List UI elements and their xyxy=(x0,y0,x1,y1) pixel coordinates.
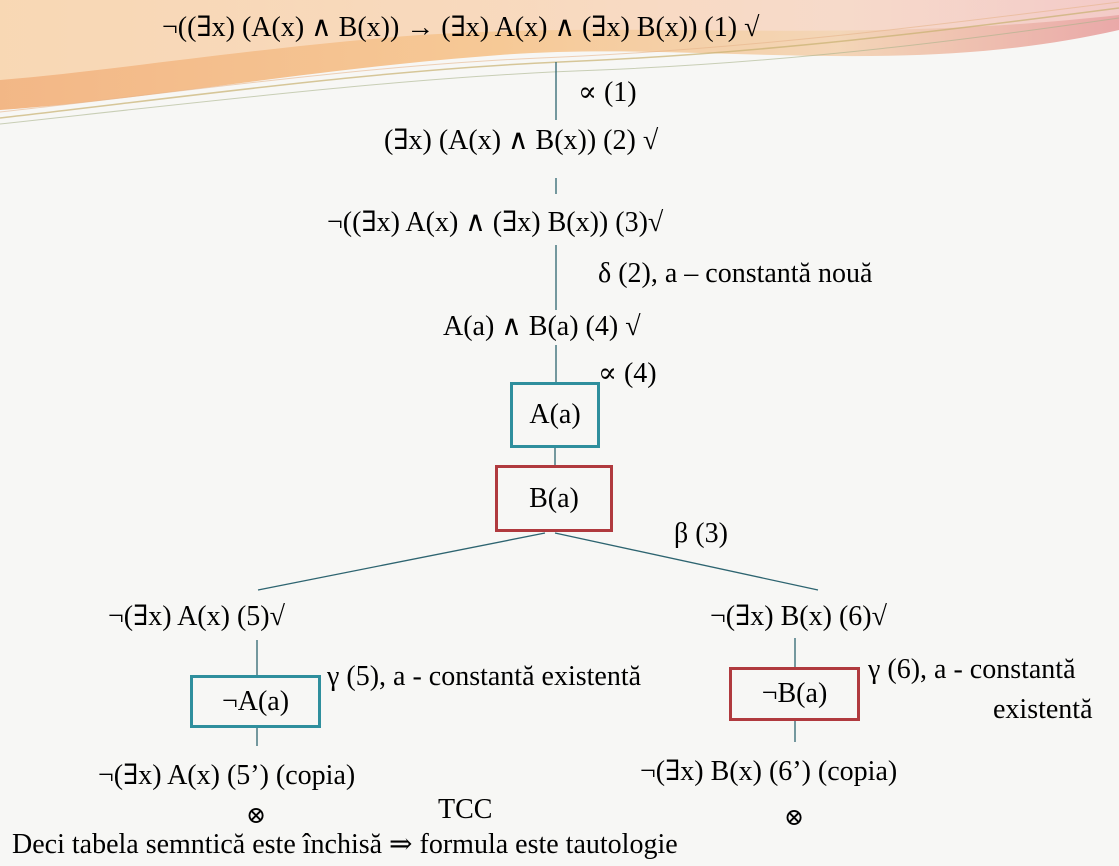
tree-edges xyxy=(256,62,819,746)
node-box-a-of-a: A(a) xyxy=(510,382,600,448)
node-box-not-b-of-a-label: ¬B(a) xyxy=(761,678,828,709)
rule-delta-2: δ (2), a – constantă nouă xyxy=(598,258,873,289)
rule-alpha-4: ∝ (4) xyxy=(598,358,657,389)
formula-4: A(a) ∧ B(a) (4) √ xyxy=(443,311,641,342)
node-box-not-a-of-a-label: ¬A(a) xyxy=(221,685,290,717)
node-box-not-a-of-a: ¬A(a) xyxy=(190,675,321,728)
edge-ba-right xyxy=(554,532,819,591)
edge-ba-left xyxy=(257,532,546,591)
tcc-label: TCC xyxy=(438,794,493,825)
formula-6-copy: ¬(∃x) B(x) (6’) (copia) xyxy=(640,756,898,787)
closed-branch-right-icon: ⊗ xyxy=(784,805,805,831)
formula-5-copy: ¬(∃x) A(x) (5’) (copia) xyxy=(98,760,356,791)
rule-gamma-6-line-1: γ (6), a - constantă xyxy=(868,654,1076,685)
rule-gamma-6-line-2: existentă xyxy=(993,694,1093,725)
node-box-a-of-a-label: A(a) xyxy=(529,399,581,430)
rule-beta-3: β (3) xyxy=(674,518,728,549)
node-box-not-b-of-a: ¬B(a) xyxy=(729,667,860,721)
node-box-b-of-a-label: B(a) xyxy=(529,482,579,514)
rule-alpha-1: ∝ (1) xyxy=(578,77,637,108)
formula-1: ¬((∃x) (A(x) ∧ B(x)) → (∃x) A(x) ∧ (∃x) … xyxy=(162,12,760,43)
conclusion-text: Deci tabela semntică este închisă ⇒ form… xyxy=(12,829,678,860)
node-box-b-of-a: B(a) xyxy=(495,465,613,532)
closed-branch-left-icon: ⊗ xyxy=(246,803,267,829)
formula-6: ¬(∃x) B(x) (6)√ xyxy=(710,601,887,632)
formula-5: ¬(∃x) A(x) (5)√ xyxy=(108,601,285,632)
rule-gamma-5: γ (5), a - constantă existentă xyxy=(327,661,642,692)
formula-3: ¬((∃x) A(x) ∧ (∃x) B(x)) (3)√ xyxy=(327,207,664,238)
formula-2: (∃x) (A(x) ∧ B(x)) (2) √ xyxy=(384,125,659,156)
